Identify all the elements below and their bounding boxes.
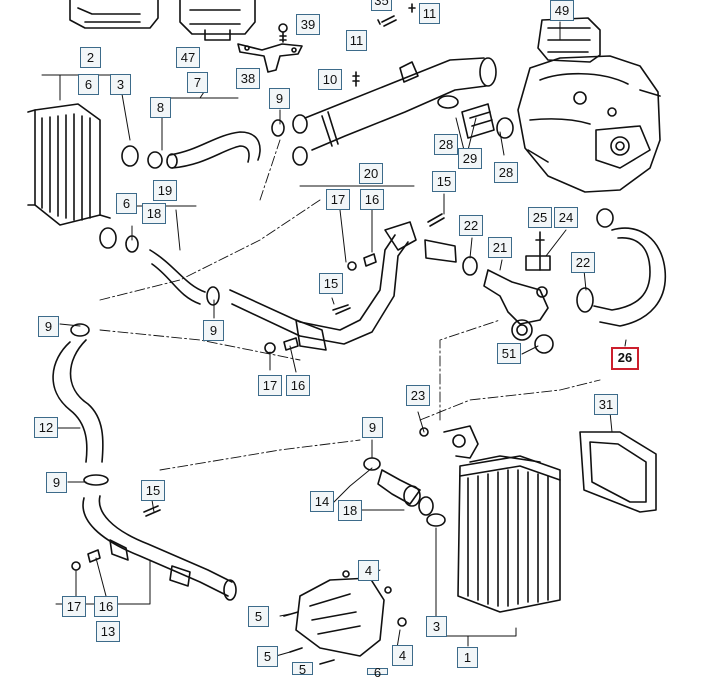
intake-manifold-fragment	[69, 0, 256, 41]
callout-15-mid[interactable]: 15	[319, 273, 343, 294]
callout-3-lower[interactable]: 3	[426, 616, 447, 637]
bracket-38	[237, 43, 303, 73]
callout-12[interactable]: 12	[34, 417, 58, 438]
hose-26	[576, 208, 667, 327]
callout-39[interactable]: 39	[296, 14, 320, 35]
hose-14	[363, 457, 446, 527]
callout-16-lower[interactable]: 16	[94, 596, 118, 617]
callout-9-upper[interactable]: 9	[269, 88, 290, 109]
callout-6-top[interactable]: 6	[78, 74, 99, 95]
callout-51[interactable]: 51	[497, 343, 521, 364]
bolt-15-upper	[427, 213, 445, 227]
callout-17-lower[interactable]: 17	[62, 596, 86, 617]
callout-9-hose12[interactable]: 9	[46, 472, 67, 493]
intercooler-right	[457, 455, 561, 613]
callout-4-lower[interactable]: 4	[392, 645, 413, 666]
charge-pipe-10	[304, 57, 497, 151]
bolt-39	[278, 23, 288, 43]
callout-19[interactable]: 19	[153, 180, 177, 201]
turbocharger	[517, 17, 661, 193]
hose-22	[424, 239, 478, 276]
callout-5-mid[interactable]: 5	[257, 646, 278, 667]
callout-18-upper[interactable]: 18	[142, 203, 166, 224]
callout-29[interactable]: 29	[458, 148, 482, 169]
callout-11-mid[interactable]: 11	[346, 30, 367, 51]
intercooler-left	[27, 103, 111, 226]
bolt-16-mid	[264, 337, 299, 354]
pipe-23	[419, 425, 479, 459]
callout-38[interactable]: 38	[236, 68, 260, 89]
callout-49[interactable]: 49	[550, 0, 574, 21]
callout-28-right[interactable]: 28	[494, 162, 518, 183]
callout-22-right[interactable]: 22	[571, 252, 595, 273]
callout-7[interactable]: 7	[187, 72, 208, 93]
bracket-lower	[283, 570, 407, 665]
callout-20[interactable]: 20	[359, 163, 383, 184]
clamps-9-upper	[271, 114, 308, 166]
callout-4-upper[interactable]: 4	[358, 560, 379, 581]
callout-9-left[interactable]: 9	[38, 316, 59, 337]
bolt-35	[377, 15, 397, 27]
callout-6-mid[interactable]: 6	[116, 193, 137, 214]
callout-16-mid[interactable]: 16	[286, 375, 310, 396]
pipe-21	[483, 269, 554, 354]
center-lines	[99, 139, 601, 471]
callout-17-upper[interactable]: 17	[326, 189, 350, 210]
callout-10[interactable]: 10	[318, 69, 342, 90]
fan-shroud	[579, 431, 657, 513]
hose-29	[437, 95, 514, 139]
callout-9-mid[interactable]: 9	[203, 320, 224, 341]
hose-19	[99, 227, 220, 306]
callout-15-upper[interactable]: 15	[432, 171, 456, 192]
callout-22-upper[interactable]: 22	[459, 215, 483, 236]
callout-28-left[interactable]: 28	[434, 134, 458, 155]
bolt-15-mid	[332, 304, 351, 315]
callout-31[interactable]: 31	[594, 394, 618, 415]
callout-23[interactable]: 23	[406, 385, 430, 406]
callout-11-top[interactable]: 11	[419, 3, 440, 24]
callout-17-mid[interactable]: 17	[258, 375, 282, 396]
pipe-20	[229, 221, 417, 351]
callout-16-upper[interactable]: 16	[360, 189, 384, 210]
bolt-11-mid	[352, 71, 360, 87]
callout-26-selected[interactable]: 26	[611, 347, 639, 370]
callout-35[interactable]: 35	[371, 0, 392, 11]
hose-7	[121, 131, 261, 169]
bolt-11-top	[408, 3, 416, 13]
callout-5-bottom[interactable]: 5	[292, 662, 313, 676]
callout-47[interactable]: 47	[176, 47, 200, 68]
callout-21[interactable]: 21	[488, 237, 512, 258]
callout-8[interactable]: 8	[150, 97, 171, 118]
callout-5-upper[interactable]: 5	[248, 606, 269, 627]
callout-6-bottom[interactable]: 6	[367, 666, 388, 679]
callout-9-lower[interactable]: 9	[362, 417, 383, 438]
callout-15-lower[interactable]: 15	[141, 480, 165, 501]
callout-13[interactable]: 13	[96, 621, 120, 642]
callout-14[interactable]: 14	[310, 491, 334, 512]
callout-25[interactable]: 25	[528, 207, 552, 228]
callout-3-top[interactable]: 3	[110, 74, 131, 95]
callout-2[interactable]: 2	[80, 47, 101, 68]
callout-1[interactable]: 1	[457, 647, 478, 668]
callout-18-lower[interactable]: 18	[338, 500, 362, 521]
pipe-13	[71, 495, 237, 601]
bolt-16-upper	[347, 253, 377, 271]
callout-24[interactable]: 24	[554, 207, 578, 228]
hose-12	[52, 323, 109, 486]
